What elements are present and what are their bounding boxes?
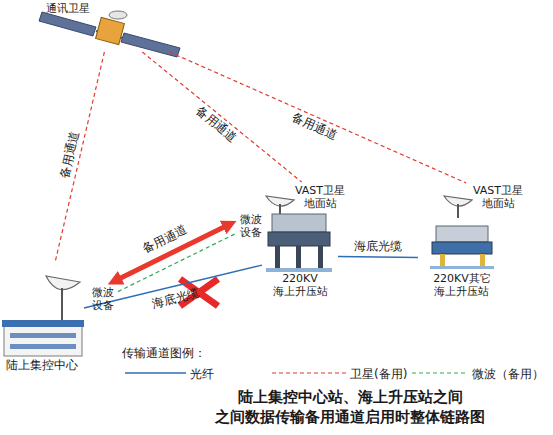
connector (118, 233, 236, 291)
connector (142, 52, 301, 182)
edge-label: 备用通道 (58, 130, 82, 180)
satellite-body (96, 17, 125, 44)
platform-deck (268, 232, 330, 246)
connector (338, 256, 418, 258)
node-label: 陆上集控中心 (6, 358, 78, 372)
solar-panel (39, 12, 96, 36)
node-label: 通讯卫星 (46, 2, 90, 15)
legend-label: 卫星(备用) (350, 366, 407, 383)
platform-deck (432, 242, 492, 254)
platform-topside (436, 226, 488, 242)
title-box: 陆上集控中心站、海上升压站之间 之间数据传输备用通道启用时整体链路图 (190, 388, 510, 427)
diagram-node: 微波 设备 (88, 284, 118, 314)
node-label: 220KV其它 海上升压站 (433, 272, 491, 298)
diagram-node: VAST卫星 地面站 (288, 182, 352, 212)
node-label: 微波 设备 (92, 286, 114, 312)
diagram-title: 陆上集控中心站、海上升压站之间 之间数据传输备用通道启用时整体链路图 (215, 388, 485, 427)
platform-leg (440, 254, 445, 268)
connector (113, 224, 231, 282)
diagram-node: 通讯卫星 (38, 0, 183, 52)
dish-antenna (46, 276, 80, 290)
satellite-antenna (109, 11, 127, 19)
diagram-node: 220KV其它 海上升压站 (418, 218, 506, 298)
node-label: VAST卫星 地面站 (295, 184, 345, 210)
node-label: 微波 设备 (240, 213, 262, 239)
building-roof (2, 320, 84, 327)
legend-line (412, 372, 468, 373)
node-label: VAST卫星 地面站 (473, 184, 523, 210)
diagram-node: 陆上集控中心 (0, 262, 84, 374)
dish-stand (457, 204, 459, 218)
legend-line (272, 372, 346, 373)
legend-line (125, 372, 186, 374)
building (4, 326, 82, 356)
dish-stand (279, 204, 281, 214)
diagram-node: 220KV 海上升压站 (262, 214, 338, 298)
building-windows (10, 333, 76, 338)
building-windows (10, 344, 76, 349)
diagram-node: VAST卫星 地面站 (466, 182, 530, 212)
platform-leg (480, 254, 485, 268)
legend-label: 微波（备用） (472, 366, 544, 383)
diagram-node: 微波 设备 (236, 211, 266, 241)
node-label: 220KV 海上升压站 (273, 272, 328, 298)
connector (55, 52, 104, 262)
legend-heading: 传输通道图例： (122, 345, 206, 362)
connector (169, 52, 466, 183)
sea-surface (430, 266, 494, 269)
legend-label: 光纤 (190, 366, 214, 383)
edge-label: 备用通道 (141, 223, 190, 256)
platform-topside (272, 214, 326, 232)
dish-stand (61, 288, 63, 322)
sea-surface (266, 268, 332, 272)
edge-label: 海底光缆 (354, 240, 402, 254)
